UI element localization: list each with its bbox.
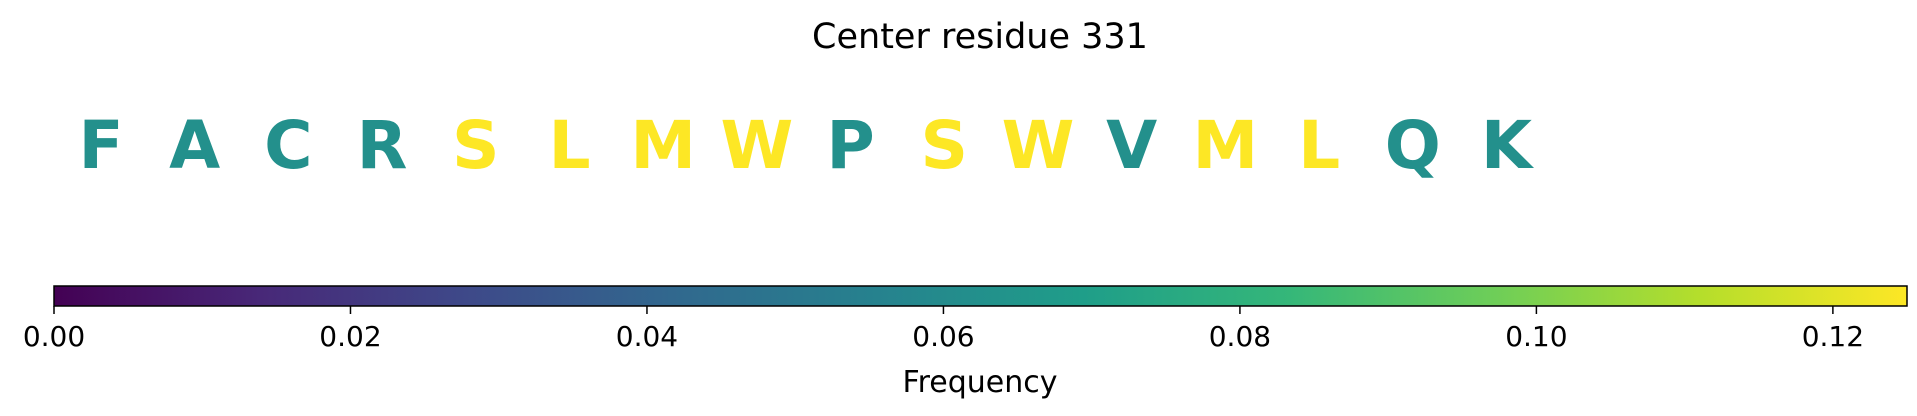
residue-letter: L bbox=[548, 107, 590, 184]
colorbar-tick-label: 0.12 bbox=[1802, 320, 1864, 353]
residue-letter: M bbox=[1193, 107, 1259, 184]
colorbar-tick-label: 0.08 bbox=[1209, 320, 1271, 353]
colorbar-tick-label: 0.06 bbox=[912, 320, 974, 353]
residue-letter: L bbox=[1298, 107, 1340, 184]
colorbar-tick-label: 0.04 bbox=[616, 320, 678, 353]
residue-letter: F bbox=[78, 107, 123, 184]
colorbar bbox=[53, 285, 1908, 307]
colorbar-label: Frequency bbox=[903, 365, 1058, 400]
residue-letter: W bbox=[720, 107, 793, 184]
colorbar-tick-label: 0.02 bbox=[319, 320, 381, 353]
chart-title: Center residue 331 bbox=[812, 17, 1148, 57]
residue-letter: S bbox=[921, 107, 969, 184]
residue-letter: W bbox=[1002, 107, 1075, 184]
residue-letter: V bbox=[1106, 107, 1157, 184]
residue-letter: P bbox=[826, 107, 874, 184]
residue-letter: S bbox=[452, 107, 500, 184]
colorbar-tick-label: 0.00 bbox=[23, 320, 85, 353]
residue-letter: C bbox=[264, 107, 312, 184]
residue-letter: R bbox=[357, 107, 408, 184]
colorbar-ticks: 0.00 0.02 0.04 0.06 0.08 0.10 0.12 bbox=[23, 306, 1864, 353]
residue-letter: A bbox=[169, 107, 220, 184]
colorbar-tick-label: 0.10 bbox=[1505, 320, 1567, 353]
residue-letter: Q bbox=[1385, 107, 1441, 184]
residue-letter: M bbox=[630, 107, 696, 184]
residue-letter: K bbox=[1481, 107, 1535, 184]
